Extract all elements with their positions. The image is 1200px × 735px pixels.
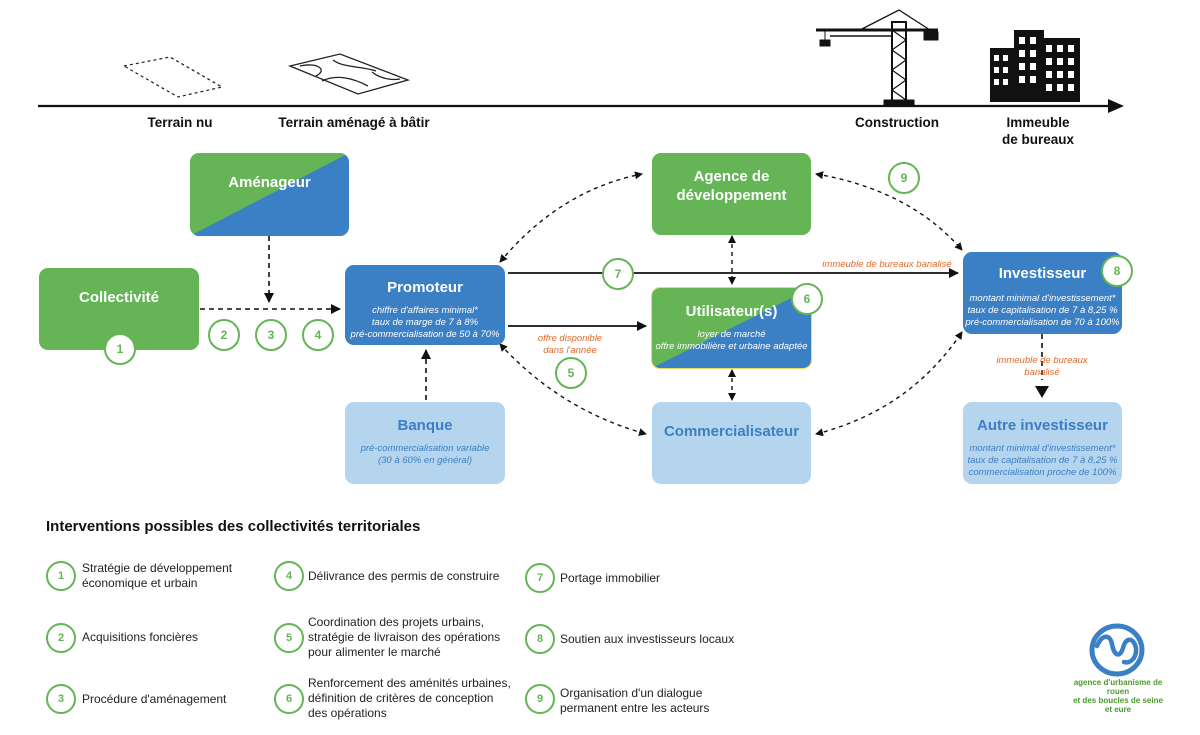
box-amenageur: Aménageur [190, 153, 349, 236]
terrain-nu-icon [122, 56, 224, 98]
investisseur-line-2: taux de capitalisation de 7 à 8,25 % [967, 305, 1118, 316]
legend-title: Interventions possibles des collectivité… [46, 518, 421, 535]
stage-terrain-amenage: Terrain aménagé à bâtir [278, 115, 430, 130]
investisseur-line-1: montant minimal d'investissement* [969, 293, 1116, 304]
marker-9: 9 [888, 162, 920, 194]
marker-8: 8 [1101, 255, 1133, 287]
box-commercialisateur: Commercialisateur [652, 402, 811, 484]
promoteur-title: Promoteur [387, 279, 463, 296]
legend-text-7: Portage immobilier [560, 571, 661, 585]
box-promoteur: Promoteur chiffre d'affaires minimal* ta… [345, 265, 505, 345]
marker-5: 5 [555, 357, 587, 389]
autre-line-3: commercialisation proche de 100% [968, 467, 1117, 478]
promoteur-line-3: pré-commercialisation de 50 à 70% [350, 329, 500, 340]
banque-title: Banque [397, 417, 453, 434]
banque-line-1: pré-commercialisation variable [360, 443, 490, 454]
legend-marker-1: 1 [46, 561, 76, 591]
stage-construction: Construction [855, 115, 939, 130]
autre-line-1: montant minimal d'investissement* [969, 443, 1116, 454]
banque-line-2: (30 à 60% en général) [377, 455, 472, 466]
collectivite-title: Collectivité [78, 289, 160, 306]
investisseur-title: Investisseur [998, 265, 1087, 282]
autre-investisseur-title: Autre investisseur [977, 417, 1108, 434]
utilisateurs-line-1: loyer de marché [697, 329, 766, 340]
amenageur-title: Aménageur [228, 174, 311, 191]
stage-immeuble-bureaux: Immeuble de bureaux [1001, 115, 1075, 147]
box-agence-developpement: Agence de développement [652, 153, 811, 235]
logo-text: agence d'urbanisme de rouen et des boucl… [1073, 678, 1163, 714]
legend-marker-5: 5 [274, 623, 304, 653]
legend-marker-4: 4 [274, 561, 304, 591]
legend-marker-8: 8 [525, 624, 555, 654]
legend-text-2: Acquisitions foncières [82, 630, 199, 644]
box-investisseur: Investisseur montant minimal d'investiss… [963, 252, 1122, 334]
stage-terrain-nu: Terrain nu [147, 115, 213, 130]
promoteur-line-1: chiffre d'affaires minimal* [372, 305, 478, 316]
label-bureaux-banalise: immeuble de bureaux banalisé [822, 259, 952, 270]
terrain-amenage-icon [287, 53, 411, 95]
agence-logo-icon [1089, 623, 1145, 677]
legend-text-8: Soutien aux investisseurs locaux [560, 632, 735, 646]
legend-text-1: Stratégie de développement économique et… [82, 561, 233, 590]
legend-marker-9: 9 [525, 684, 555, 714]
legend-marker-7: 7 [525, 563, 555, 593]
crane-icon [816, 9, 939, 106]
label-bureaux-banalise-2: immeuble de bureaux banalisé [996, 355, 1088, 378]
legend-text-4: Délivrance des permis de construire [308, 569, 500, 583]
legend-marker-6: 6 [274, 684, 304, 714]
legend-text-3: Procédure d'aménagement [82, 692, 227, 706]
utilisateurs-title: Utilisateur(s) [685, 303, 778, 320]
agence-title: Agence de développement [676, 168, 787, 204]
legend-text-9: Organisation d'un dialogue permanent ent… [560, 686, 710, 715]
investisseur-line-3: pré-commercialisation de 70 à 100% [965, 317, 1120, 328]
commercialisateur-title: Commercialisateur [663, 423, 800, 440]
marker-4: 4 [302, 319, 334, 351]
box-banque: Banque pré-commercialisation variable (3… [345, 402, 505, 484]
legend-text-6: Renforcement des aménités urbaines, défi… [308, 676, 511, 720]
box-autre-investisseur: Autre investisseur montant minimal d'inv… [963, 402, 1122, 484]
label-offre-disponible: offre disponible dans l'année [537, 333, 603, 356]
box-utilisateurs: Utilisateur(s) loyer de marché offre imm… [651, 287, 812, 369]
office-building-icon [990, 30, 1080, 102]
marker-2: 2 [208, 319, 240, 351]
promoteur-line-2: taux de marge de 7 à 8% [371, 317, 479, 328]
autre-line-2: taux de capitalisation de 7 à 8,25 % [967, 455, 1118, 466]
legend-text-5: Coordination des projets urbains, straté… [308, 615, 501, 659]
legend-marker-3: 3 [46, 684, 76, 714]
utilisateurs-line-2: offre immobilière et urbaine adaptée [655, 341, 808, 352]
marker-3: 3 [255, 319, 287, 351]
marker-6: 6 [791, 283, 823, 315]
marker-1: 1 [104, 333, 136, 365]
marker-7: 7 [602, 258, 634, 290]
legend-marker-2: 2 [46, 623, 76, 653]
